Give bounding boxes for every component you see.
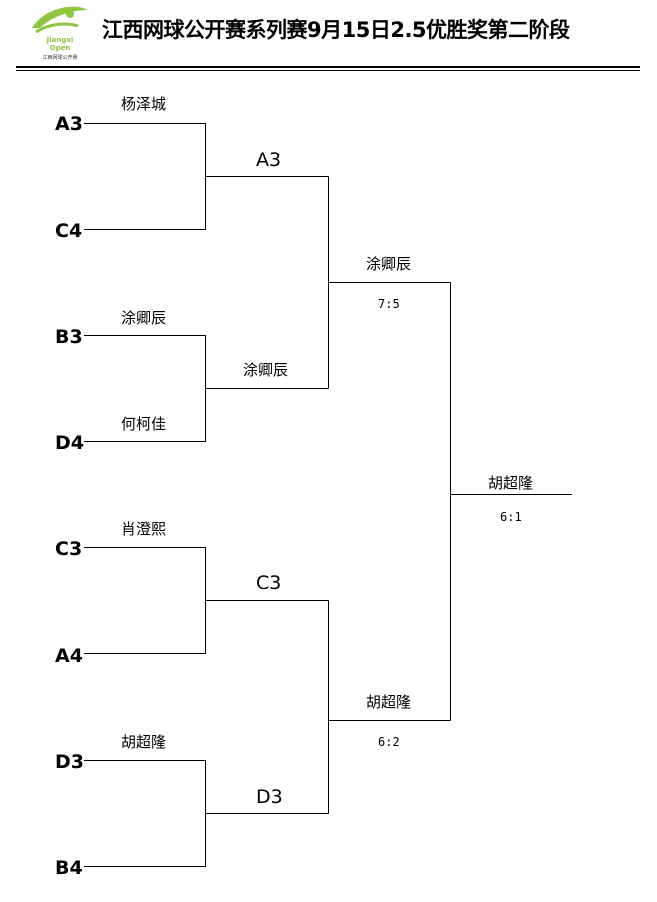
svg-text:Open: Open [50,44,71,52]
player-name: 何柯佳 [121,415,167,433]
header: Jiangxi Open 江西网球公开赛 江西网球公开赛系列赛9月15日2.5优… [0,0,657,72]
r1-match4-lines [84,760,329,867]
semifinal-winner: 胡超隆 [366,693,412,711]
final-score: 6:1 [500,510,522,524]
r2-match2-lines [328,600,451,814]
semifinal-score: 6:2 [378,735,400,749]
svg-text:Jiangxi: Jiangxi [46,36,74,44]
round2-winner: A3 [256,149,282,171]
seed-label: C4 [55,220,83,242]
jiangxi-open-logo: Jiangxi Open [32,6,88,52]
champion-name: 胡超隆 [488,474,534,492]
seed-label: D3 [55,751,84,773]
r1-match1-lines [84,123,329,230]
final-lines [450,282,572,721]
round2-winner: C3 [256,572,282,594]
r1-match3-lines [84,547,329,654]
seed-label: B4 [55,857,83,879]
seed-label: D4 [55,432,84,454]
header-divider-thick [16,66,640,68]
player-name: 涂卿辰 [121,309,167,327]
r2-match1-lines [328,176,451,389]
seed-label: B3 [55,326,83,348]
r1-match2-lines [84,335,329,442]
player-name: 胡超隆 [121,733,167,751]
player-name: 杨泽城 [121,95,167,113]
player-name: 肖澄熙 [121,520,167,538]
logo-caption: 江西网球公开赛 [42,55,78,61]
header-divider-thin [16,70,640,71]
seed-label: A3 [55,113,83,135]
semifinal-score: 7:5 [378,297,400,311]
page-title: 江西网球公开赛系列赛9月15日2.5优胜奖第二阶段 [102,18,570,42]
round2-winner: D3 [256,786,283,808]
seed-label: C3 [55,538,83,560]
round2-winner: 涂卿辰 [243,361,289,379]
seed-label: A4 [55,645,83,667]
semifinal-winner: 涂卿辰 [366,255,412,273]
